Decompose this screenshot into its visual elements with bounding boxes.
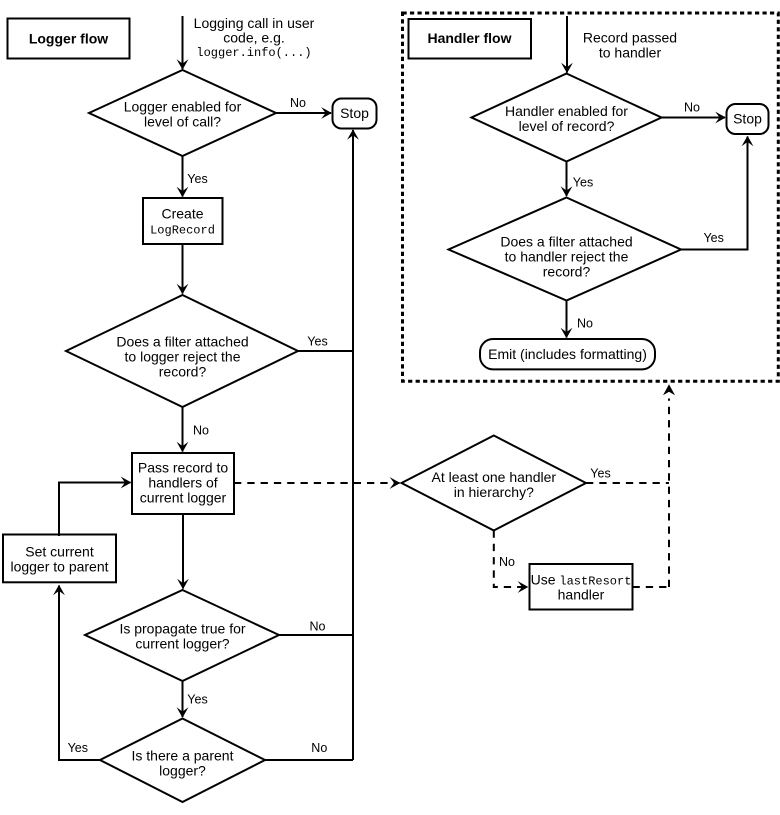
svg-text:current logger: current logger (140, 490, 227, 506)
svg-text:to handler reject the: to handler reject the (505, 249, 629, 265)
svg-text:level of record?: level of record? (519, 118, 615, 134)
svg-text:Yes: Yes (703, 231, 723, 245)
svg-text:to logger reject the: to logger reject the (125, 349, 241, 365)
svg-text:Emit (includes formatting): Emit (includes formatting) (488, 346, 647, 362)
svg-text:No: No (499, 555, 515, 569)
svg-text:logger to parent: logger to parent (10, 559, 108, 575)
svg-text:Logger enabled for: Logger enabled for (124, 99, 242, 115)
svg-text:Logger flow: Logger flow (29, 31, 108, 47)
svg-text:Logging call in user: Logging call in user (194, 15, 315, 31)
svg-text:logger.info(...): logger.info(...) (196, 46, 311, 60)
svg-text:LogRecord: LogRecord (150, 224, 215, 238)
svg-text:No: No (290, 96, 306, 110)
svg-text:Stop: Stop (340, 105, 369, 121)
svg-text:No: No (310, 620, 326, 634)
svg-text:No: No (193, 424, 209, 438)
svg-text:handler: handler (558, 587, 605, 603)
svg-text:Yes: Yes (573, 176, 593, 190)
svg-text:Pass record to: Pass record to (138, 460, 228, 476)
svg-text:to handler: to handler (599, 45, 662, 61)
svg-text:code, e.g.: code, e.g. (223, 29, 285, 45)
svg-text:No: No (311, 741, 327, 755)
svg-text:Create: Create (161, 206, 203, 222)
svg-text:No: No (577, 317, 593, 331)
svg-text:Handler flow: Handler flow (427, 30, 511, 46)
svg-text:Yes: Yes (187, 693, 207, 707)
svg-text:Is there a parent: Is there a parent (132, 748, 234, 764)
svg-text:Use lastResort: Use lastResort (531, 572, 632, 589)
svg-text:Set current: Set current (25, 544, 94, 560)
svg-text:Yes: Yes (590, 467, 610, 481)
svg-text:level of call?: level of call? (144, 114, 221, 130)
svg-text:handlers of: handlers of (148, 475, 217, 491)
svg-text:No: No (684, 101, 700, 115)
svg-text:Is propagate true for: Is propagate true for (119, 621, 245, 637)
svg-text:Stop: Stop (733, 111, 762, 127)
svg-text:Does a filter attached: Does a filter attached (116, 334, 248, 350)
svg-text:Record passed: Record passed (583, 30, 677, 46)
svg-text:in hierarchy?: in hierarchy? (454, 484, 534, 500)
svg-text:Yes: Yes (68, 741, 88, 755)
svg-text:record?: record? (159, 364, 207, 380)
svg-text:record?: record? (543, 264, 591, 280)
svg-text:Yes: Yes (187, 172, 207, 186)
svg-text:Handler enabled for: Handler enabled for (505, 103, 628, 119)
svg-text:Yes: Yes (307, 335, 327, 349)
svg-text:current logger?: current logger? (135, 636, 229, 652)
svg-text:logger?: logger? (159, 763, 206, 779)
svg-text:Does a filter attached: Does a filter attached (500, 234, 632, 250)
svg-text:At least one handler: At least one handler (432, 469, 557, 485)
